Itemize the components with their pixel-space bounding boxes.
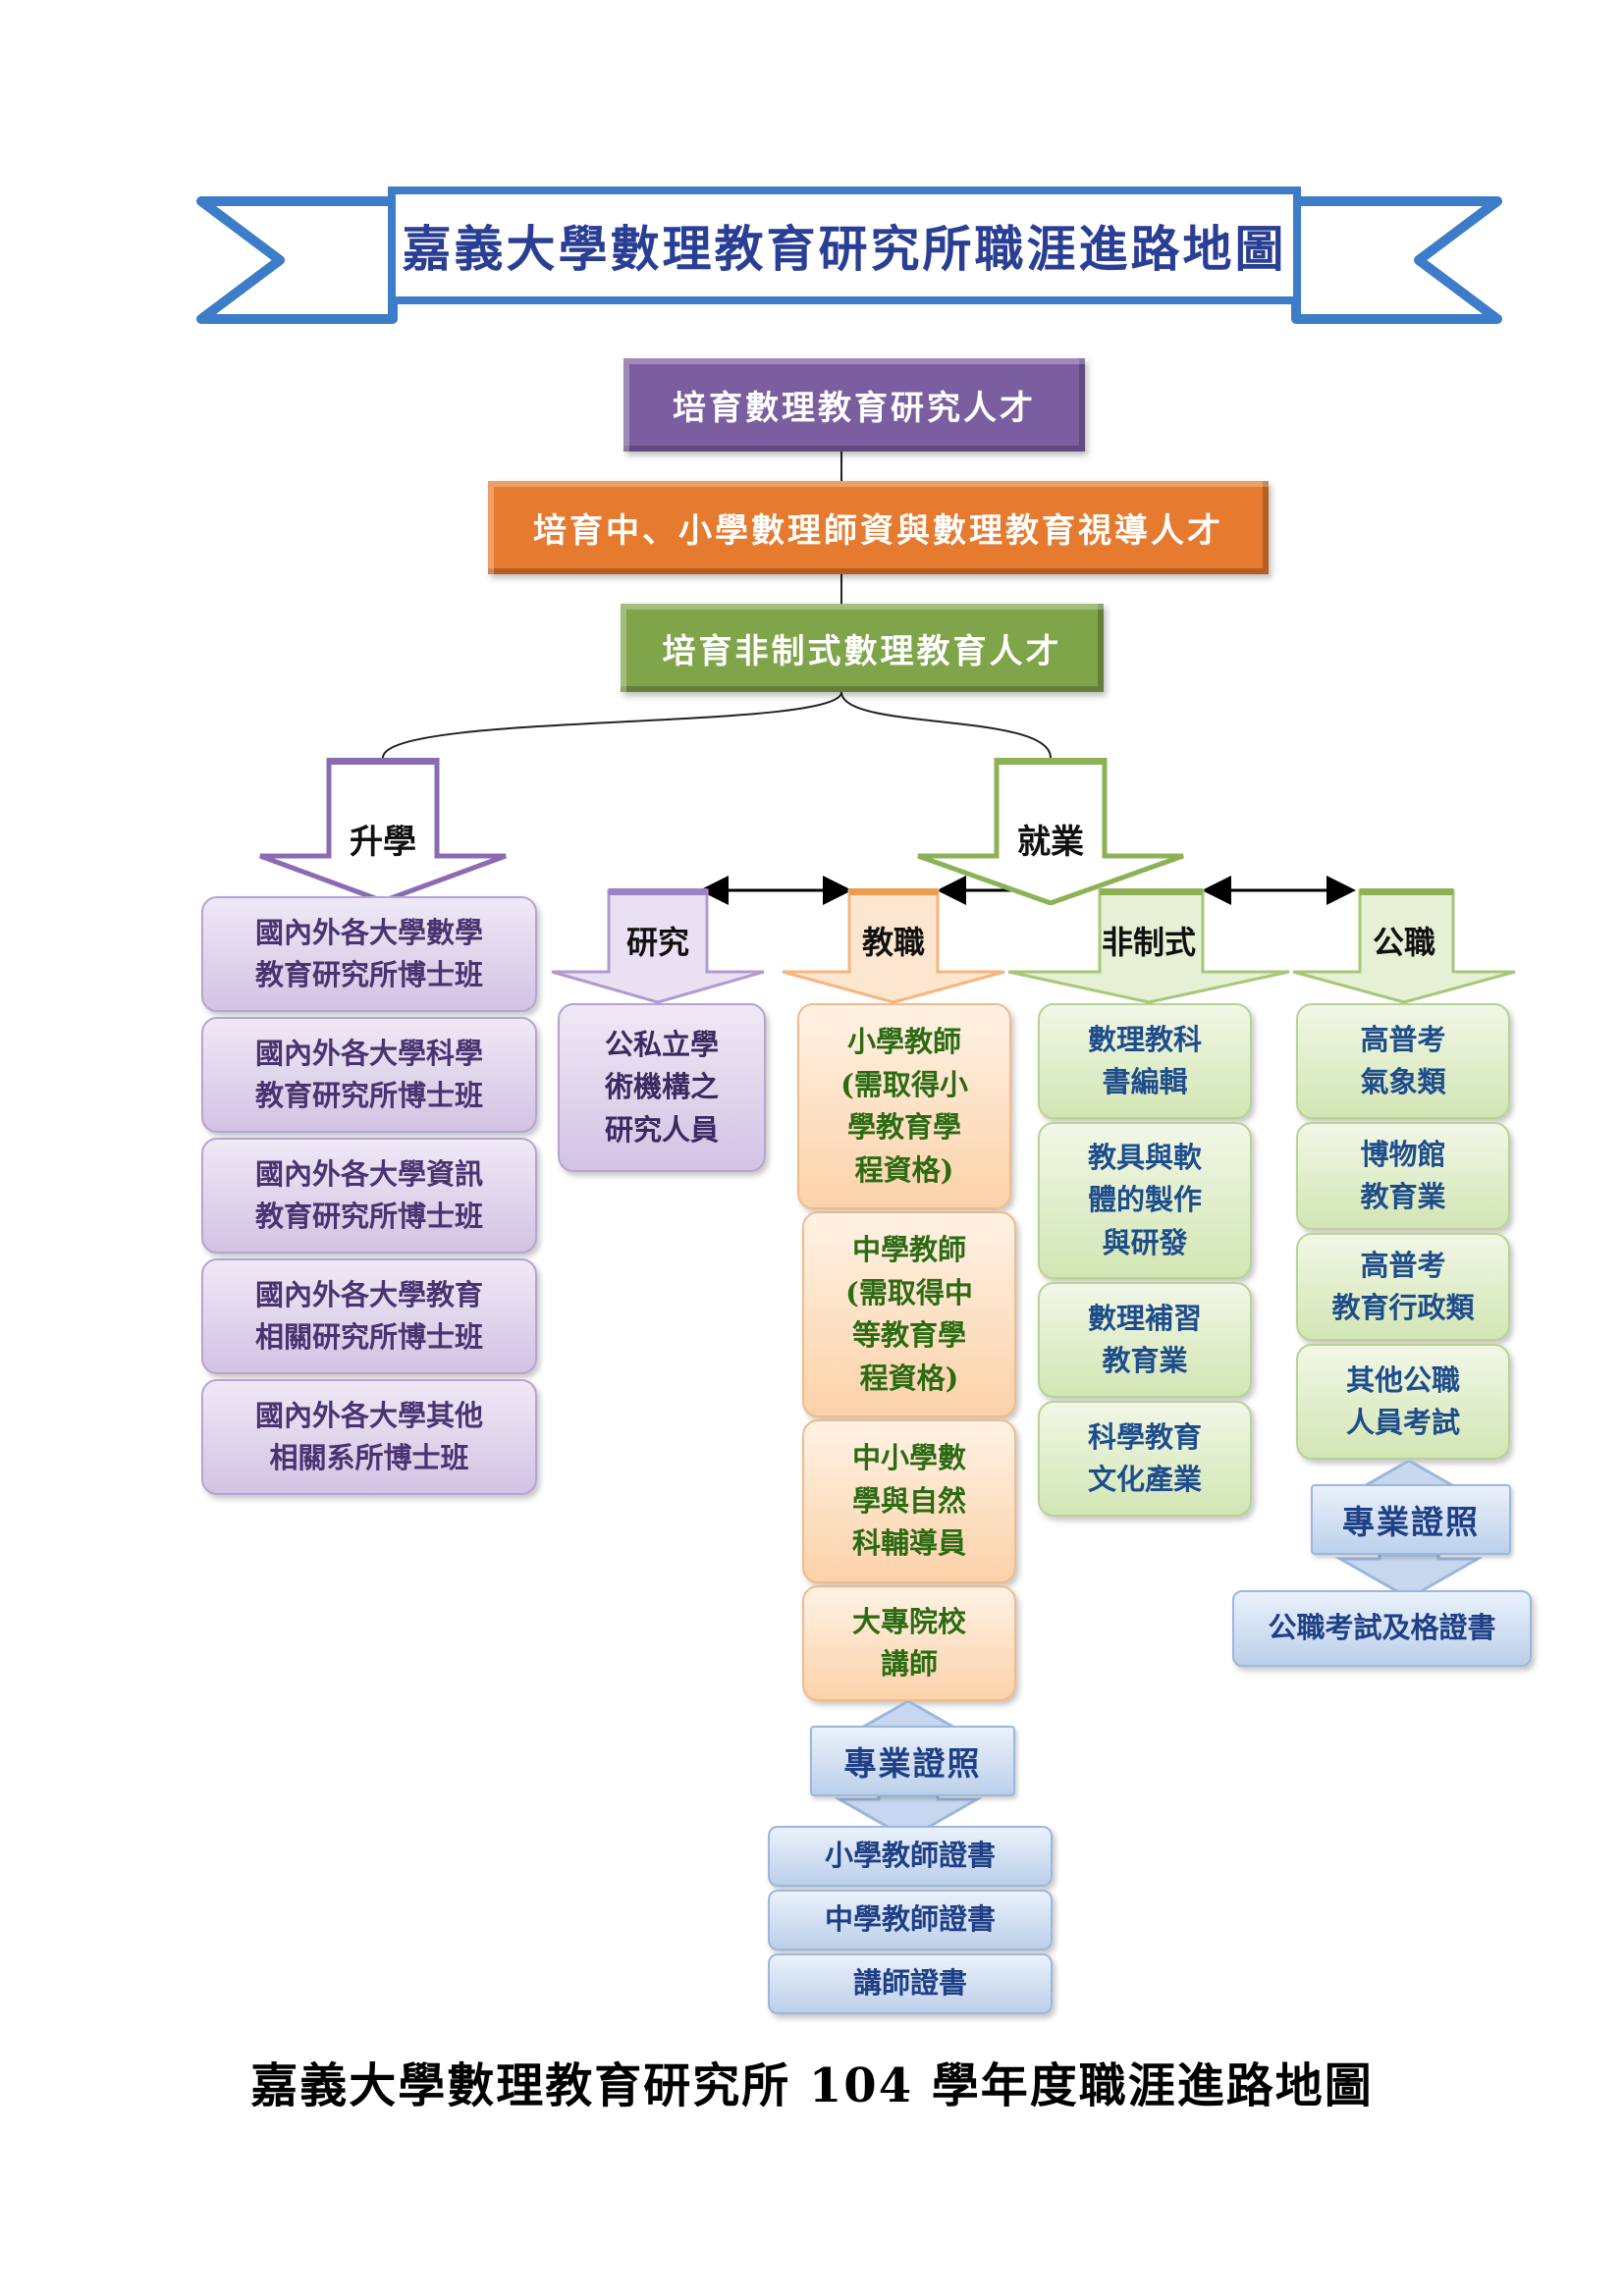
down-arrow-icon <box>551 888 765 1004</box>
label-employment: 就業 <box>1017 823 1084 862</box>
nonformal-item: 數理教科 書編輯 <box>1038 1003 1252 1119</box>
nonformal-item: 科學教育 文化產業 <box>1038 1401 1252 1517</box>
further-study-item: 國內外各大學科學 教育研究所博士班 <box>201 1017 537 1133</box>
down-arrow-icon <box>782 888 1005 1004</box>
arrow-further-study: 升學 <box>255 758 511 903</box>
teaching-item: 大專院校 講師 <box>802 1585 1016 1701</box>
arrow-nonformal: 非制式 <box>1006 888 1291 1004</box>
down-arrow-icon <box>259 758 507 903</box>
branch-split-curve-right <box>840 691 1052 759</box>
label-teaching: 教職 <box>861 924 925 961</box>
nonformal-item: 數理補習 教育業 <box>1038 1282 1252 1398</box>
research-item: 公私立學 術機構之 研究人員 <box>558 1003 766 1172</box>
teaching-cert-item: 中學教師證書 <box>768 1890 1053 1950</box>
page-title: 嘉義大學數理教育研究所職涯進路地圖 <box>388 187 1301 304</box>
down-arrow-icon <box>917 758 1184 905</box>
label-further-study: 升學 <box>350 823 416 862</box>
civil-cert-label: 專業證照 <box>1311 1484 1511 1555</box>
label-nonformal: 非制式 <box>1101 924 1196 961</box>
arrow-employment: 就業 <box>913 758 1188 905</box>
down-arrow-icon <box>1292 888 1516 1004</box>
arrow-teaching: 教職 <box>781 888 1006 1004</box>
teaching-cert-item: 小學教師證書 <box>768 1826 1053 1887</box>
goal-research-talent: 培育數理教育研究人才 <box>623 358 1085 452</box>
further-study-item: 國內外各大學其他 相關系所博士班 <box>201 1379 537 1495</box>
civil-item: 其他公職 人員考試 <box>1296 1344 1510 1460</box>
label-civil: 公職 <box>1372 924 1435 961</box>
teaching-cert-item: 講師證書 <box>768 1953 1053 2014</box>
teaching-cert-label: 專業證照 <box>810 1726 1015 1796</box>
civil-item: 高普考 教育行政類 <box>1296 1233 1510 1341</box>
goal-teacher-talent: 培育中、小學數理師資與數理教育視導人才 <box>488 481 1269 574</box>
teaching-item: 中小學數 學與自然 科輔導員 <box>802 1419 1016 1583</box>
further-study-item: 國內外各大學教育 相關研究所博士班 <box>201 1258 537 1374</box>
arrow-research: 研究 <box>550 888 766 1004</box>
civil-item: 高普考 氣象類 <box>1296 1003 1510 1119</box>
nonformal-item: 教具與軟 體的製作 與研發 <box>1038 1122 1252 1279</box>
teaching-item: 中學教師 (需取得中 等教育學 程資格) <box>802 1211 1016 1417</box>
goal-nonformal-talent: 培育非制式數理教育人才 <box>621 604 1104 692</box>
civil-cert-item: 公職考試及格證書 <box>1232 1590 1532 1667</box>
footer-caption: 嘉義大學數理教育研究所 104 學年度職涯進路地圖 <box>250 2058 1374 2113</box>
banner-ribbon-right <box>1291 196 1502 324</box>
arrow-civil: 公職 <box>1291 888 1517 1004</box>
label-research: 研究 <box>625 924 689 961</box>
teaching-item: 小學教師 (需取得小 學教育學 程資格) <box>797 1003 1011 1209</box>
further-study-item: 國內外各大學數學 教育研究所博士班 <box>201 896 537 1012</box>
banner-ribbon-left <box>196 196 398 324</box>
further-study-item: 國內外各大學資訊 教育研究所博士班 <box>201 1138 537 1254</box>
civil-item: 博物館 教育業 <box>1296 1122 1510 1230</box>
branch-split-curve <box>382 691 842 759</box>
down-arrow-icon <box>1007 888 1290 1004</box>
